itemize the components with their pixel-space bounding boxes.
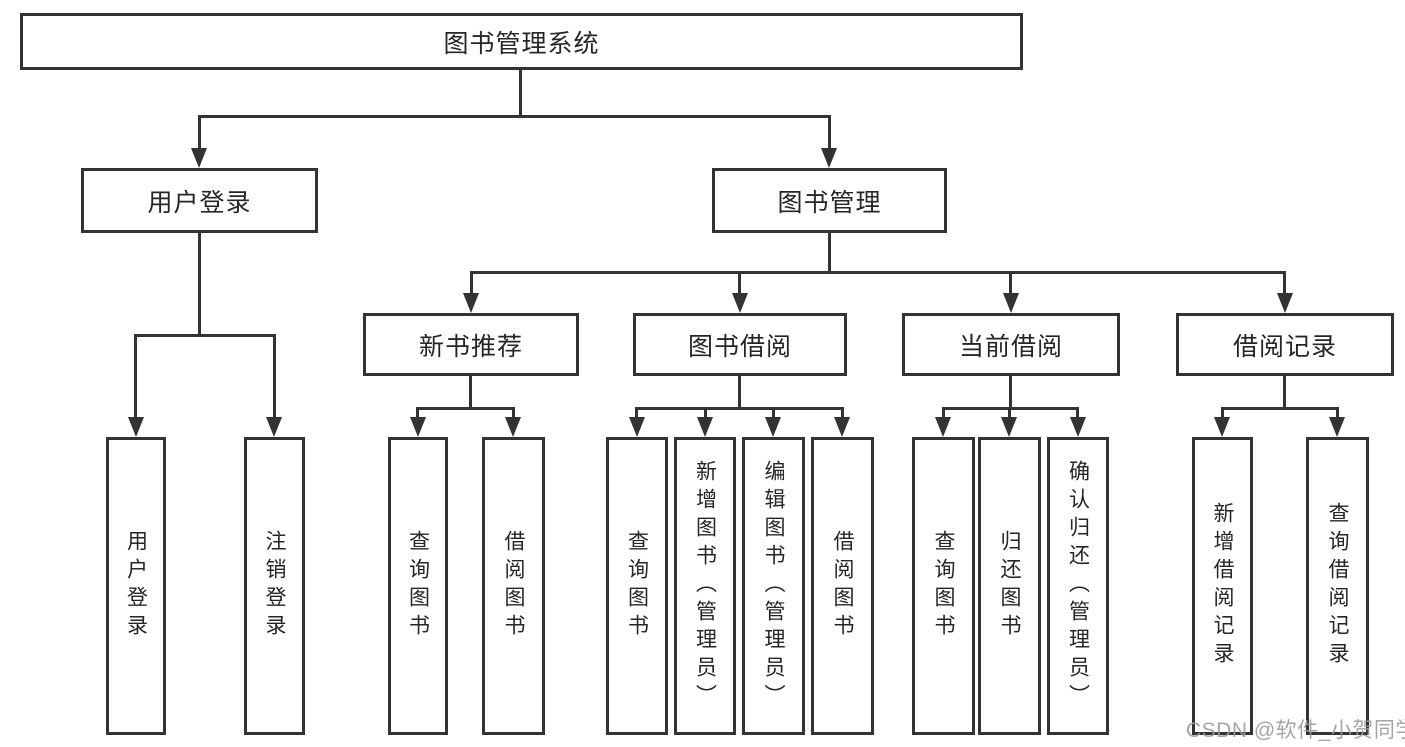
leaf-label-edit-books-admin: 编辑图书（管理员）	[762, 460, 785, 712]
connector-user-login-rail	[134, 334, 276, 337]
connector-root-rail	[198, 115, 831, 118]
connector-leaf-shaft	[635, 407, 638, 421]
connector-leaf-shaft	[841, 407, 844, 421]
leaf-box-query-books-recommend: 查询图书	[388, 437, 448, 735]
connector-user-login-shaft	[198, 115, 201, 151]
group-label-book-borrowing: 图书借阅	[687, 332, 792, 361]
root-box-library-system: 图书管理系统	[20, 13, 1023, 70]
group-label-new-book-recommend: 新书推荐	[418, 332, 523, 361]
arrowhead-leaf	[834, 417, 850, 437]
connector-borrow-records-shaft	[1283, 271, 1286, 295]
connector-book-mgmt-rail	[470, 271, 1286, 274]
leaf-box-query-books-borrowing: 查询图书	[606, 437, 668, 735]
arrowhead-new-book	[463, 293, 479, 313]
connector-book-mgmt-shaft	[828, 115, 831, 151]
connector-leaf-logout-shaft	[273, 334, 276, 419]
leaf-box-user-login: 用户登录	[106, 437, 166, 735]
leaf-label-logout: 注销登录	[263, 530, 286, 642]
connector-leaf-shaft	[704, 407, 707, 421]
leaf-label-borrow-books: 借阅图书	[831, 530, 854, 642]
arrowhead-leaf	[410, 417, 426, 437]
connector-leaf-login-shaft	[134, 334, 137, 419]
connector-leaf-shaft	[772, 407, 775, 421]
connector-current-borrow-stem	[1009, 376, 1012, 410]
leaf-label-return-books: 归还图书	[998, 530, 1021, 642]
leaf-label-query-books-borrowing: 查询图书	[625, 530, 649, 642]
leaf-label-add-borrow-record: 新增借阅记录	[1211, 502, 1234, 670]
arrowhead-leaf	[1214, 417, 1230, 437]
connector-book-mgmt-stem	[828, 233, 831, 274]
branch-box-user-login: 用户登录	[81, 168, 318, 233]
leaf-label-query-borrow-record: 查询借阅记录	[1326, 502, 1349, 670]
leaf-label-borrow-books-recommend: 借阅图书	[502, 530, 525, 642]
csdn-watermark: CSDN @软件_小贺同学	[1186, 719, 1405, 742]
leaf-label-query-books-recommend: 查询图书	[406, 530, 430, 642]
group-box-book-borrowing: 图书借阅	[633, 313, 847, 376]
connector-leaf-shaft	[1076, 407, 1079, 421]
leaf-label-query-books-current: 查询图书	[932, 530, 955, 642]
leaf-label-add-books-admin: 新增图书（管理员）	[693, 460, 717, 712]
connector-book-borrow-rail	[635, 407, 843, 410]
connector-user-login-stem	[198, 233, 201, 337]
connector-new-book-shaft	[470, 271, 473, 295]
leaf-box-query-books-current: 查询图书	[912, 437, 975, 735]
connector-borrow-records-rail	[1221, 407, 1339, 410]
connector-current-borrow-shaft	[1009, 271, 1012, 295]
connector-new-book-stem	[469, 376, 472, 410]
connector-leaf-shaft	[1008, 407, 1011, 421]
connector-leaf-shaft	[416, 407, 419, 421]
leaf-box-borrow-books: 借阅图书	[811, 437, 874, 735]
connector-borrow-records-stem	[1283, 376, 1286, 410]
connector-root-stem	[519, 70, 522, 118]
arrowhead-leaf	[1070, 417, 1086, 437]
leaf-box-return-books: 归还图书	[978, 437, 1041, 735]
leaf-box-confirm-return-admin: 确认归还（管理员）	[1047, 437, 1109, 735]
arrowhead-user-login	[191, 148, 207, 168]
group-box-new-book-recommend: 新书推荐	[363, 313, 579, 376]
root-label: 图书管理系统	[443, 29, 600, 58]
branch-box-book-management: 图书管理	[712, 168, 947, 233]
leaf-box-add-books-admin: 新增图书（管理员）	[674, 437, 736, 735]
arrowhead-leaf	[1001, 417, 1017, 437]
leaf-box-borrow-books-recommend: 借阅图书	[482, 437, 545, 735]
arrowhead-leaf	[765, 417, 781, 437]
arrowhead-leaf	[935, 417, 951, 437]
group-box-current-borrowing: 当前借阅	[902, 313, 1120, 376]
leaf-label-user-login: 用户登录	[124, 530, 148, 642]
branch-label-user-login: 用户登录	[147, 188, 252, 217]
leaf-box-query-borrow-record: 查询借阅记录	[1306, 437, 1369, 735]
connector-book-borrow-shaft	[738, 271, 741, 295]
connector-new-book-rail	[416, 407, 515, 410]
leaf-label-confirm-return-admin: 确认归还（管理员）	[1066, 460, 1090, 712]
arrowhead-current-borrow	[1003, 293, 1019, 313]
group-label-current-borrowing: 当前借阅	[958, 332, 1063, 361]
group-box-borrowing-records: 借阅记录	[1176, 313, 1394, 376]
branch-label-book-management: 图书管理	[777, 188, 882, 217]
leaf-box-edit-books-admin: 编辑图书（管理员）	[742, 437, 805, 735]
arrowhead-borrow-records	[1277, 293, 1293, 313]
connector-leaf-shaft	[942, 407, 945, 421]
group-label-borrowing-records: 借阅记录	[1232, 332, 1337, 361]
connector-leaf-shaft	[512, 407, 515, 421]
arrowhead-leaf	[505, 417, 521, 437]
arrowhead-leaf-login	[128, 417, 144, 437]
leaf-box-add-borrow-record: 新增借阅记录	[1192, 437, 1253, 735]
leaf-box-logout: 注销登录	[244, 437, 305, 735]
connector-book-borrow-stem	[738, 376, 741, 410]
arrowhead-leaf	[697, 417, 713, 437]
arrowhead-leaf	[1329, 417, 1345, 437]
arrowhead-leaf-logout	[266, 417, 282, 437]
arrowhead-book-borrow	[732, 293, 748, 313]
connector-leaf-shaft	[1221, 407, 1224, 421]
arrowhead-leaf	[629, 417, 645, 437]
connector-leaf-shaft	[1336, 407, 1339, 421]
arrowhead-book-mgmt	[821, 148, 837, 168]
